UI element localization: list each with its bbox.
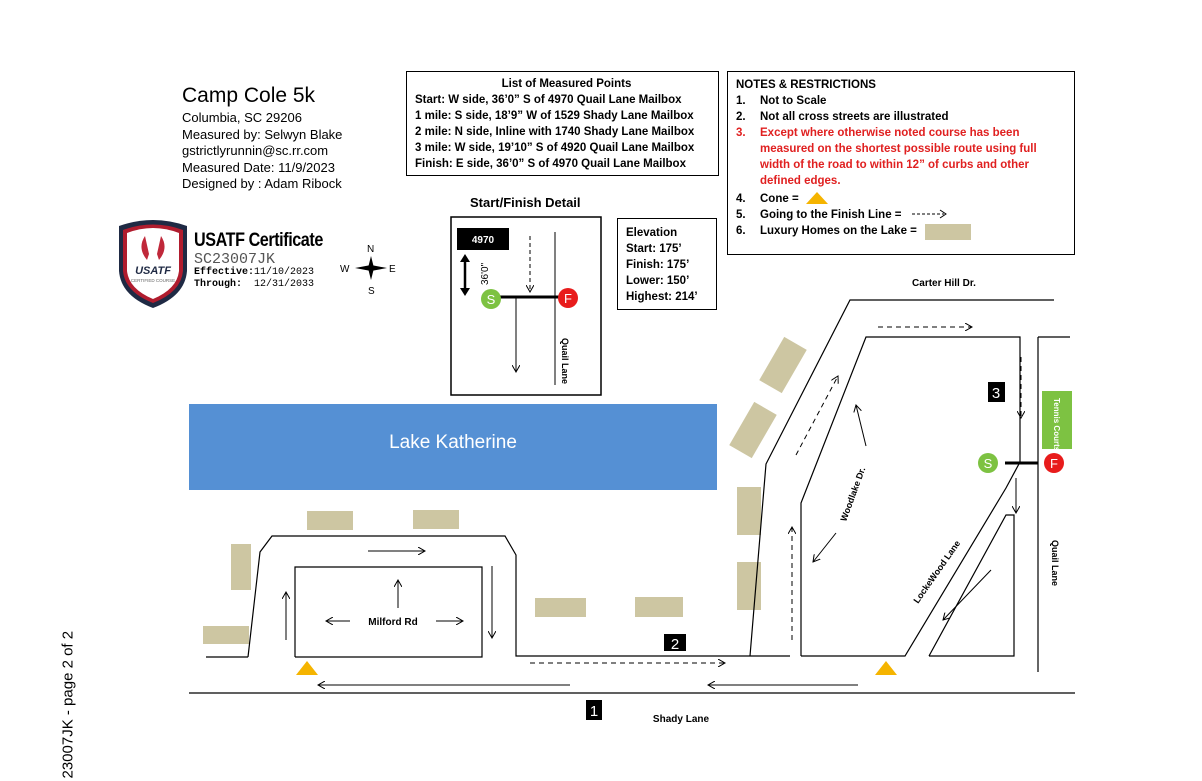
notes-box: NOTES & RESTRICTIONS 1. Not to Scale 2. No… <box>727 71 1075 255</box>
through-label: Through: <box>194 279 243 290</box>
location: Columbia, SC 29206 <box>182 110 302 125</box>
point-finish: Finish: E side, 36’0” S of 4970 Quail La… <box>415 158 686 170</box>
certificate-id: SC23007JK <box>194 251 276 268</box>
effective-date: 11/10/2023 <box>254 267 315 278</box>
note-number: 3. <box>736 127 746 139</box>
measured-by: Measured by: Selwyn Blake <box>182 126 343 142</box>
milford-rd-label: Milford Rd <box>368 617 417 628</box>
designed-by: Designed by : Adam Ribock <box>182 176 342 191</box>
street-label: Quail Lane <box>560 338 570 384</box>
svg-text:S: S <box>368 286 375 297</box>
svg-text:E: E <box>389 264 396 275</box>
email: gstrictlyrunnin@sc.rr.com <box>182 143 329 158</box>
svg-text:USATF: USATF <box>135 265 171 277</box>
point-mile-1: 1 mile: S side, 18’9” W of 1529 Shady La… <box>415 110 694 122</box>
distance-label: 36'0" <box>480 262 491 285</box>
mailbox-label: 4970 <box>472 235 495 246</box>
finish-marker: F <box>564 291 572 306</box>
course-arrows <box>286 327 1021 685</box>
roads <box>189 299 1075 694</box>
cone-icon <box>296 661 897 675</box>
elevation-title: Elevation <box>626 227 678 239</box>
point-mile-3: 3 mile: W side, 19’10” S of 4920 Quail L… <box>415 142 695 154</box>
through-date: 12/31/2033 <box>254 279 315 290</box>
elevation-lower: Lower: 150’ <box>626 275 690 287</box>
certificate-title: USATF Certificate <box>194 230 323 251</box>
mile-1-marker: 1 <box>590 703 598 720</box>
elevation-start: Start: 175’ <box>626 243 682 255</box>
point-mile-2: 2 mile: N side, Inline with 1740 Shady L… <box>415 126 695 138</box>
svg-text:CERTIFIED COURSE: CERTIFIED COURSE <box>131 278 175 283</box>
lake-label: Lake Katherine <box>389 432 517 453</box>
cone-icon <box>805 192 828 204</box>
start-marker: S <box>984 456 993 471</box>
elevation-finish: Finish: 175’ <box>626 259 690 271</box>
note-number: 2. <box>736 111 746 123</box>
course-title: Camp Cole 5k <box>182 84 316 107</box>
start-finish-detail-title: Start/Finish Detail <box>470 195 581 210</box>
note-text: Cone = <box>760 193 799 205</box>
start-finish-detail: 4970 36'0" S F Quail Lane <box>450 216 602 396</box>
mile-3-marker: 3 <box>992 385 1000 402</box>
note-text: Except where otherwise noted course has … <box>760 127 1037 187</box>
note-text: Not to Scale <box>760 95 827 107</box>
start-marker: S <box>487 292 496 307</box>
finish-marker: F <box>1050 456 1058 471</box>
note-number: 6. <box>736 225 746 237</box>
point-start: Start: W side, 36’0” S of 4970 Quail Lan… <box>415 94 682 106</box>
measured-points-title: List of Measured Points <box>501 78 632 90</box>
note-text: Going to the Finish Line = <box>760 209 902 221</box>
note-text: Luxury Homes on the Lake = <box>760 225 917 237</box>
measured-date: Measured Date: 11/9/2023 <box>182 159 335 175</box>
certificate-info: USATF Certificate SC23007JK Effective:11… <box>194 230 346 291</box>
carter-hill-label: Carter Hill Dr. <box>912 278 976 289</box>
note-number: 5. <box>736 209 746 221</box>
note-text: Not all cross streets are illustrated <box>760 111 949 123</box>
home-icon <box>924 224 971 240</box>
note-number: 1. <box>736 95 746 107</box>
measured-points-box: List of Measured Points Start: W side, 3… <box>406 71 719 176</box>
woodlake-label: Woodlake Dr. <box>838 466 867 523</box>
notes-title: NOTES & RESTRICTIONS <box>736 79 876 91</box>
page-footer: 23007JK - page 2 of 2 <box>59 630 77 779</box>
note-number: 4. <box>736 193 746 205</box>
elevation-highest: Highest: 214’ <box>626 291 698 303</box>
effective-label: Effective: <box>194 267 255 278</box>
course-info: Columbia, SC 29206 Measured by: Selwyn B… <box>182 110 342 193</box>
dashed-arrow-icon <box>911 209 947 219</box>
svg-text:N: N <box>367 244 374 255</box>
mile-2-marker: 2 <box>671 636 679 653</box>
lockewood-label: LockeWood Lane <box>911 539 962 606</box>
usatf-badge-icon: USATF CERTIFIED COURSE <box>119 220 187 308</box>
luxury-homes <box>203 336 807 644</box>
shady-lane-label: Shady Lane <box>653 714 710 725</box>
quail-lane-label: Quail Lane <box>1050 540 1060 586</box>
lake <box>189 404 717 490</box>
tennis-courts <box>1042 391 1072 449</box>
tennis-label: Tennis Courts <box>1052 398 1061 452</box>
elevation-box: Elevation Start: 175’ Finish: 175’ Lower… <box>617 218 717 310</box>
